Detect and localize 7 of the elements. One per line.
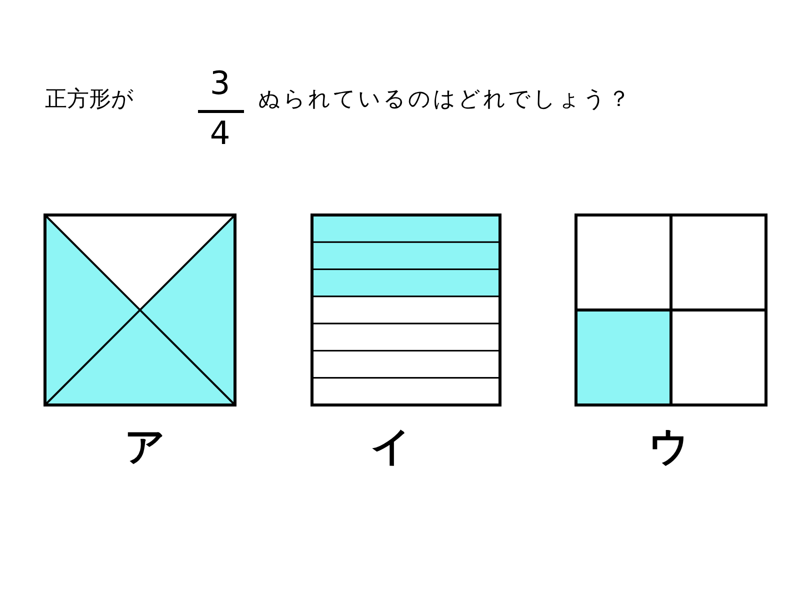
choice-label: イ bbox=[370, 423, 412, 472]
question-text: ぬられているのはどれでしょう？ bbox=[258, 86, 632, 114]
denominator: 4 bbox=[208, 114, 232, 152]
choice-label: ウ bbox=[648, 423, 690, 472]
question-text: 正方形が bbox=[45, 86, 134, 114]
numerator: 3 bbox=[208, 64, 232, 102]
choice-label: ア bbox=[124, 423, 166, 472]
